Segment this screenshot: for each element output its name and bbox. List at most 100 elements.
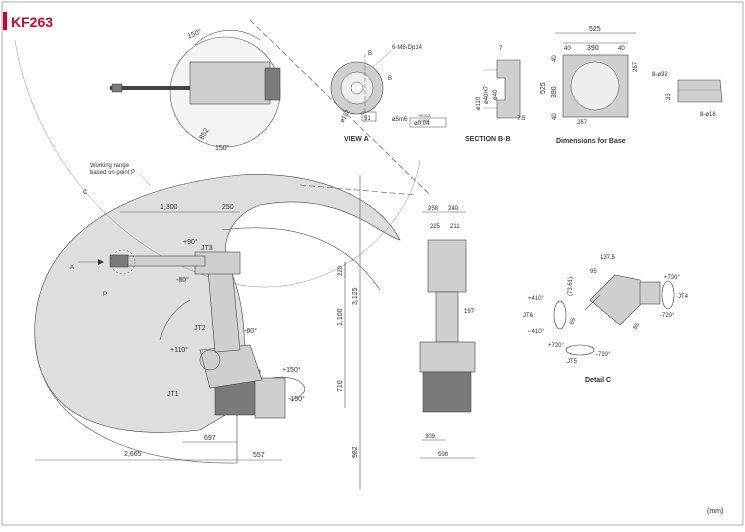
front-dim-197: 197 — [464, 309, 475, 315]
base-dimensions: 525 40 390 40 40 390 525 40 267 267 Dime… — [540, 26, 723, 145]
top-dim-852: 852 — [199, 127, 211, 141]
dim-1100: 1,100 — [337, 308, 344, 326]
angle-plus150: +150° — [282, 366, 301, 374]
detail-dim-85: 85 — [633, 322, 642, 331]
angle-minus720b: -720° — [596, 352, 611, 358]
working-range-leader — [139, 173, 151, 186]
dim-220: 220 — [338, 265, 344, 276]
top-arc-150 — [194, 30, 261, 46]
angle-minus60: -60° — [244, 327, 257, 335]
joint-jt2: JT2 — [194, 325, 206, 332]
front-base — [422, 371, 472, 413]
label-tol1: +0.012 — [418, 113, 431, 118]
dim-2665: 2,665 — [124, 451, 142, 458]
unit-note: (mm) — [707, 508, 723, 515]
robot-upper-arm — [124, 255, 206, 267]
detail-c: 137.5 95 (73.61) 65 85 +720° -720° +720°… — [523, 255, 689, 384]
robot-turret — [199, 344, 263, 389]
angle-plus410: +410° — [528, 296, 545, 302]
detail-c-flange — [639, 281, 661, 305]
joint-jt6: JT6 — [523, 313, 534, 319]
front-dim-211: 211 — [450, 224, 460, 230]
base-d8-18: 8-ø18 — [700, 112, 716, 118]
front-view: 258 240 225 211 197 309 598 — [419, 206, 476, 459]
working-range-label: Working range — [90, 163, 130, 169]
angle-plus720b: +720° — [548, 343, 565, 349]
base-title: Dimensions for Base — [556, 138, 626, 145]
angle-plus720a: +720° — [664, 275, 681, 281]
jt1-arc — [271, 376, 306, 401]
front-dim-309: 309 — [425, 434, 436, 440]
working-range-sublabel: based on point P — [90, 170, 135, 176]
detail-dim-65: 65 — [569, 317, 577, 326]
top-motor — [264, 67, 281, 101]
section-b-side: B — [388, 76, 392, 82]
angle-plus90: +90° — [183, 238, 198, 246]
dim-3125: 3,125 — [352, 287, 359, 305]
angle-minus80: -80° — [176, 276, 189, 284]
jt6-rotation — [553, 300, 567, 330]
label-d5m6: ø5m6 — [392, 117, 408, 123]
jt4-rotation — [661, 280, 675, 310]
range-inner-arc — [221, 227, 381, 291]
base-dim-525v: 525 — [540, 82, 547, 94]
point-a-label: A — [70, 265, 74, 271]
section-bb-title: SECTION B-B — [465, 136, 511, 143]
point-p-label: P — [103, 292, 107, 298]
angle-plus110: +110° — [170, 346, 188, 354]
joint-jt3: JT3 — [201, 245, 213, 252]
label-flatness: ø0.04 — [414, 121, 430, 127]
front-arm — [435, 291, 459, 343]
base-circle — [570, 61, 620, 111]
box-51 — [361, 111, 377, 122]
dim-7: 7 — [499, 46, 503, 52]
base-dim-40c: 40 — [552, 55, 558, 62]
base-dim-267v: 267 — [633, 61, 639, 72]
flange-center — [350, 81, 364, 95]
base-dim-23: 23 — [666, 93, 672, 100]
base-dim-390v: 390 — [551, 86, 558, 98]
base-section — [677, 79, 723, 103]
front-upper — [427, 239, 467, 293]
angle-minus150: -150° — [288, 395, 305, 403]
jt2-pivot — [199, 349, 221, 371]
dim-710: 710 — [337, 380, 344, 392]
angle-minus720a: -720° — [660, 313, 675, 319]
view-a: B B 6-M6-Dp14 ø5m6 +0.012 -0.004 ø0.04 5… — [330, 45, 447, 143]
view-a-arrowhead — [98, 259, 104, 265]
section-b-top: B — [368, 51, 372, 57]
label-tol2: -0.004 — [418, 118, 430, 123]
dim-d40: ø40 — [493, 89, 499, 100]
dim-51: 51 — [364, 116, 371, 122]
label-m6: 6-M6-Dp14 — [392, 45, 423, 51]
top-angle-150b: 150° — [215, 144, 230, 152]
base-dim-40d: 40 — [552, 113, 558, 120]
detail-dim-95: 95 — [590, 269, 597, 275]
dim-1300: 1,300 — [160, 204, 178, 211]
joint-jt4: JT4 — [678, 294, 689, 300]
detail-c-wrist — [589, 274, 646, 326]
dim-982: 982 — [352, 446, 359, 458]
dim-d40h7: ø40H7 — [484, 85, 490, 104]
joint-jt1: JT1 — [167, 391, 179, 398]
section-profile — [496, 59, 521, 119]
projection-line-2 — [299, 184, 416, 196]
projection-line-1 — [249, 19, 431, 196]
title-marker — [3, 12, 7, 30]
front-dim-598: 598 — [438, 452, 449, 458]
dim-697: 697 — [204, 435, 216, 442]
view-a-title: VIEW A — [344, 136, 369, 143]
jt5-rotation — [565, 344, 595, 356]
dim-d110: ø110 — [476, 96, 482, 110]
model-title: KF263 — [11, 14, 53, 30]
base-d8-32: 8-ø32 — [652, 72, 668, 78]
point-c-label: C — [83, 190, 88, 196]
detail-c-marker — [110, 249, 136, 275]
robot-base-motor — [254, 377, 286, 419]
front-turret — [419, 341, 476, 373]
angle-minus410: - 410° — [528, 329, 545, 335]
m6-leader — [371, 49, 393, 69]
front-dim-225: 225 — [430, 224, 441, 230]
